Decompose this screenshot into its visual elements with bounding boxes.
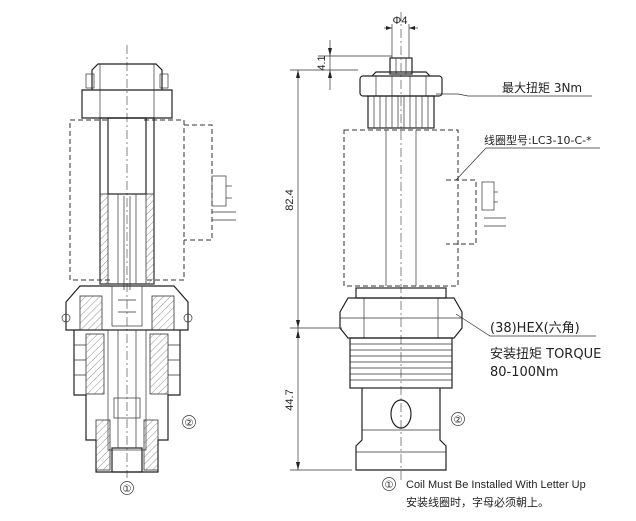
port-1-marker: ① <box>123 484 132 495</box>
note-marker: ① <box>385 480 394 491</box>
exterior-view <box>339 12 506 482</box>
coil-length-dimension: 82.4 <box>284 189 296 210</box>
body-length-dimension: 44.7 <box>284 389 296 410</box>
section-view <box>61 45 236 478</box>
leader-lines <box>436 93 600 337</box>
hex-size-callout: (38)HEX(六角) <box>490 321 580 336</box>
install-torque-label: 安装扭矩 TORQUE <box>490 347 601 362</box>
installation-note: ① Coil Must Be Installed With Letter Up … <box>382 477 586 509</box>
note-english: Coil Must Be Installed With Letter Up <box>406 479 586 491</box>
exterior-port-2-marker: ② <box>454 415 463 426</box>
coil-model-callout: 线圈型号:LC3-10-C-* <box>484 133 592 147</box>
diameter-dimension: Φ4 <box>393 15 408 27</box>
top-height-dimension: 4.1 <box>316 55 328 70</box>
dimension-lines <box>290 40 392 471</box>
install-torque-value: 80-100Nm <box>490 365 558 380</box>
max-torque-callout: 最大扭矩 3Nm <box>502 81 582 95</box>
section-port-markers: ① ② <box>120 415 196 495</box>
note-chinese: 安装线圈时，字母必须朝上。 <box>406 495 549 509</box>
port-2-marker: ② <box>185 418 194 429</box>
